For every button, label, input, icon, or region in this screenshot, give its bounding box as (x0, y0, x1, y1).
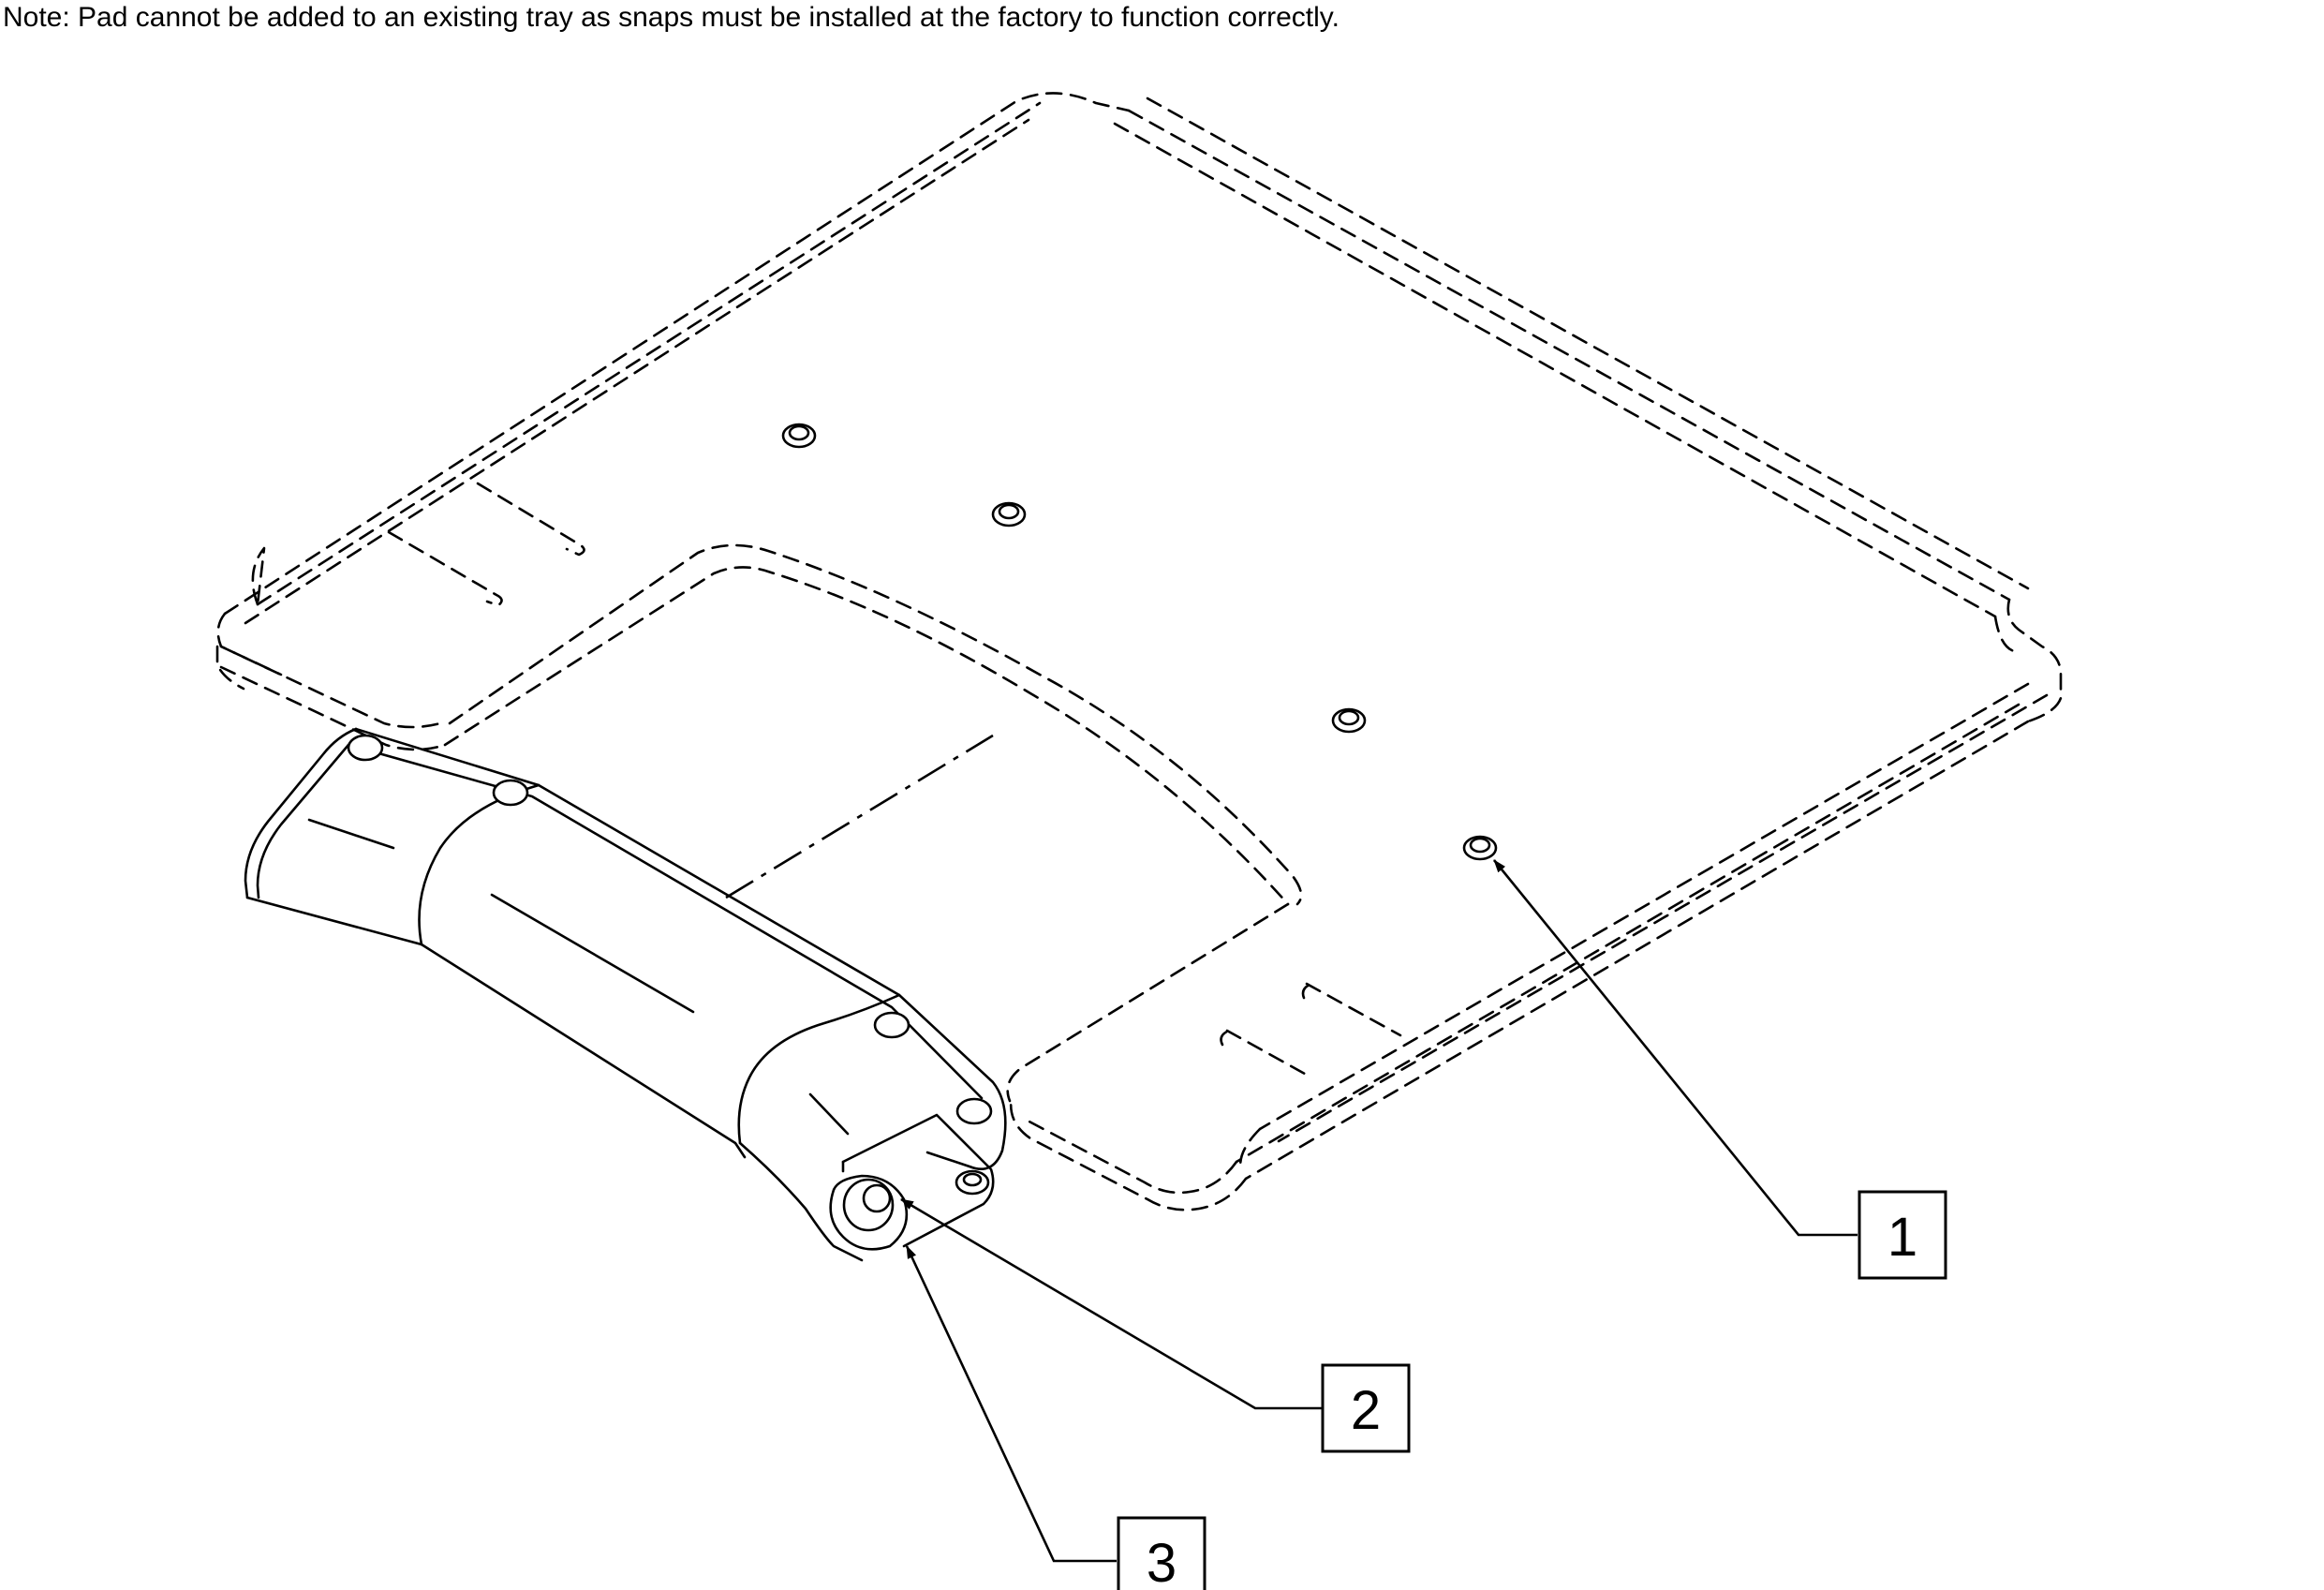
tray-outline (215, 92, 2063, 1211)
snap-3 (1331, 707, 1367, 734)
leader-2 (900, 1197, 1323, 1410)
callout-2-box (1321, 1363, 1411, 1453)
snap-4 (1462, 835, 1498, 861)
snap-2 (991, 501, 1027, 528)
callout-2-label: 2 (1351, 1380, 1381, 1441)
callout-1-label: 1 (1887, 1207, 1917, 1268)
leader-3 (905, 1245, 1117, 1563)
callout-leaders (900, 859, 1858, 1563)
pad-centerline (725, 734, 994, 899)
pad-drawing (244, 727, 1007, 1262)
callout-3-box (1117, 1516, 1206, 1590)
callout-3-label: 3 (1147, 1533, 1177, 1590)
callout-2: 2 (1321, 1363, 1411, 1453)
snap-1 (781, 423, 817, 449)
callout-3: 3 (1117, 1516, 1206, 1590)
tray-snaps (781, 423, 1498, 861)
callout-1: 1 (1858, 1190, 1947, 1280)
leader-1 (1492, 859, 1858, 1237)
diagram-note: Note: Pad cannot be added to an existing… (3, 2, 1340, 33)
callout-1-box (1858, 1190, 1947, 1280)
